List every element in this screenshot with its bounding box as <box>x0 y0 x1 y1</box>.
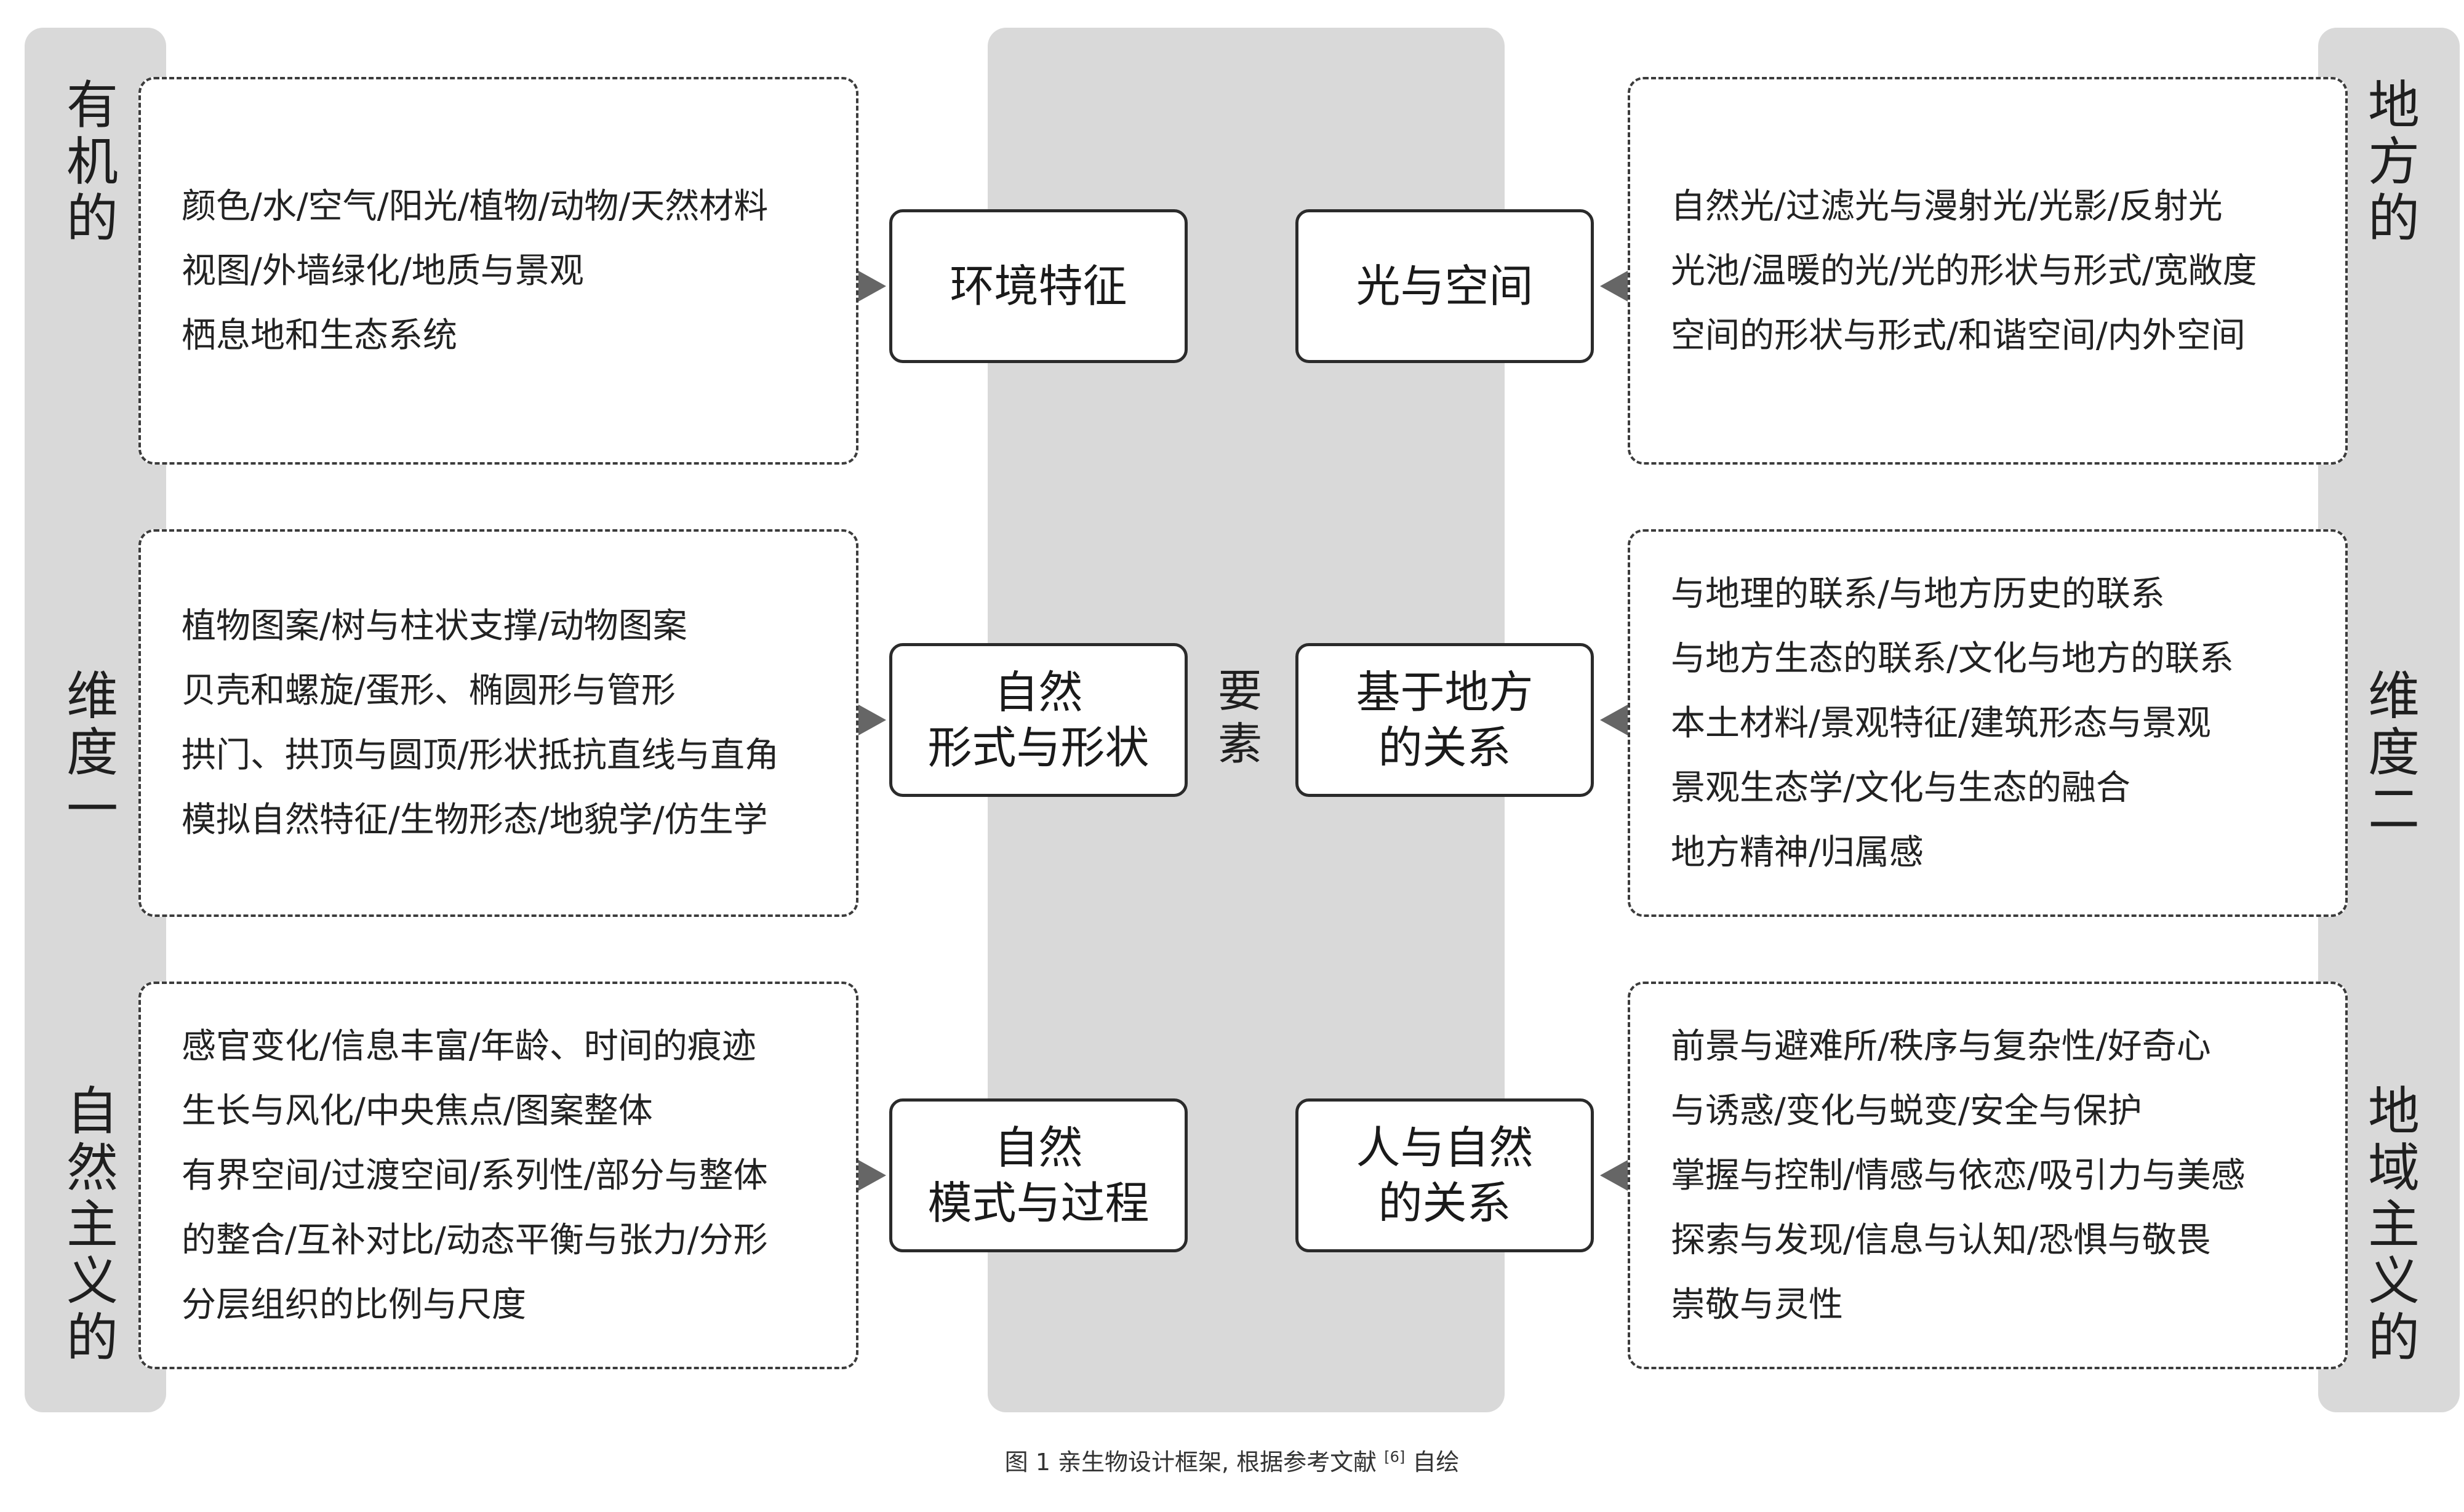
label-char: 二 <box>2367 779 2420 839</box>
label-char: 的 <box>66 188 118 249</box>
label-char: 的 <box>2367 1308 2420 1368</box>
arrow-left-3 <box>858 1160 886 1191</box>
label-char: 自 <box>66 1081 118 1142</box>
panel-human-nature-relationships: 前景与避难所/秩序与复杂性/好奇心 与诱惑/变化与蜕变/安全与保护 掌握与控制/… <box>1628 982 2348 1369</box>
label-char: 地 <box>2367 75 2420 135</box>
label-char: 然 <box>66 1138 118 1198</box>
label-naturalistic: 自 然 主 义 的 <box>58 1083 126 1366</box>
box-line: 的关系 <box>1378 1177 1511 1229</box>
panel-line: 贝壳和螺旋/蛋形、椭圆形与管形 <box>182 671 676 711</box>
box-line: 形式与形状 <box>927 722 1150 774</box>
panel-natural-patterns-processes: 感官变化/信息丰富/年龄、时间的痕迹 生长与风化/中央焦点/图案整体 有界空间/… <box>138 982 858 1369</box>
panel-line: 掌握与控制/情感与依恋/吸引力与美感 <box>1671 1155 2246 1196</box>
arrow-right-2 <box>1600 705 1628 735</box>
label-char: 方 <box>2367 132 2420 192</box>
panel-line: 崇敬与灵性 <box>1671 1284 1843 1325</box>
panel-line: 与诱惑/变化与蜕变/安全与保护 <box>1671 1090 2142 1131</box>
label-char: 义 <box>66 1251 118 1311</box>
arrow-left-1 <box>858 271 886 302</box>
panel-line: 模拟自然特征/生物形态/地貌学/仿生学 <box>182 800 768 840</box>
panel-light-space: 自然光/过滤光与漫射光/光影/反射光 光池/温暖的光/光的形状与形式/宽敞度 空… <box>1628 77 2348 465</box>
panel-line: 探索与发现/信息与认知/恐惧与敬畏 <box>1671 1220 2211 1260</box>
label-organic: 有 机 的 <box>58 77 126 247</box>
label-dimension-two: 维 度 二 <box>2360 668 2428 838</box>
caption-suffix: 自绘 <box>1412 1449 1460 1476</box>
caption-text: 图 1 亲生物设计框架, 根据参考文献 <box>1004 1449 1377 1476</box>
panel-line: 分层组织的比例与尺度 <box>182 1284 526 1325</box>
label-char: 主 <box>66 1194 118 1255</box>
box-line: 模式与过程 <box>927 1177 1150 1229</box>
box-natural-shapes-forms: 自然 形式与形状 <box>889 643 1188 797</box>
panel-line: 景观生态学/文化与生态的融合 <box>1671 767 2130 808</box>
box-environmental-features: 环境特征 <box>889 209 1188 363</box>
panel-line: 视图/外墙绿化/地质与景观 <box>182 250 584 291</box>
box-place-based-relationships: 基于地方 的关系 <box>1295 643 1594 797</box>
label-regionalist: 地 域 主 义 的 <box>2360 1083 2428 1366</box>
label-char: 一 <box>66 779 118 839</box>
panel-line: 前景与避难所/秩序与复杂性/好奇心 <box>1671 1026 2211 1066</box>
arrow-right-3 <box>1600 1160 1628 1191</box>
panel-line: 的整合/互补对比/动态平衡与张力/分形 <box>182 1220 768 1260</box>
label-char: 主 <box>2367 1194 2420 1255</box>
label-char: 有 <box>66 75 118 135</box>
panel-line: 与地方生态的联系/文化与地方的联系 <box>1671 638 2234 679</box>
box-line: 自然 <box>994 666 1083 718</box>
label-char: 义 <box>2367 1251 2420 1311</box>
caption-reference: [6] <box>1384 1448 1406 1466</box>
label-char: 机 <box>66 132 118 192</box>
figure-caption: 图 1 亲生物设计框架, 根据参考文献 [6] 自绘 <box>0 1443 2464 1477</box>
panel-natural-shapes-forms: 植物图案/树与柱状支撑/动物图案 贝壳和螺旋/蛋形、椭圆形与管形 拱门、拱顶与圆… <box>138 529 858 917</box>
box-natural-patterns-processes: 自然 模式与过程 <box>889 1098 1188 1252</box>
label-char: 维 <box>2367 666 2420 726</box>
panel-line: 本土材料/景观特征/建筑形态与景观 <box>1671 703 2211 743</box>
arrow-right-1 <box>1600 271 1628 302</box>
label-char: 素 <box>1217 718 1262 770</box>
panel-line: 有界空间/过渡空间/系列性/部分与整体 <box>182 1155 768 1196</box>
panel-line: 自然光/过滤光与漫射光/光影/反射光 <box>1671 186 2223 226</box>
box-line: 环境特征 <box>950 260 1127 312</box>
panel-line: 植物图案/树与柱状支撑/动物图案 <box>182 606 687 646</box>
label-char: 的 <box>2367 188 2420 249</box>
label-place: 地 方 的 <box>2360 77 2428 247</box>
panel-place-based-relationships: 与地理的联系/与地方历史的联系 与地方生态的联系/文化与地方的联系 本土材料/景… <box>1628 529 2348 917</box>
label-char: 地 <box>2367 1081 2420 1142</box>
label-elements: 要 素 <box>1206 665 1274 770</box>
label-char: 要 <box>1217 665 1262 717</box>
label-char: 的 <box>66 1308 118 1368</box>
label-dimension-one: 维 度 一 <box>58 668 126 838</box>
box-line: 人与自然 <box>1356 1122 1534 1174</box>
label-char: 维 <box>66 666 118 726</box>
panel-environmental-features: 颜色/水/空气/阳光/植物/动物/天然材料 视图/外墙绿化/地质与景观 栖息地和… <box>138 77 858 465</box>
panel-line: 感官变化/信息丰富/年龄、时间的痕迹 <box>182 1026 756 1066</box>
box-line: 基于地方 <box>1356 666 1534 718</box>
box-line: 的关系 <box>1378 722 1511 774</box>
label-char: 度 <box>66 722 118 783</box>
box-human-nature-relationships: 人与自然 的关系 <box>1295 1098 1594 1252</box>
panel-line: 地方精神/归属感 <box>1671 832 1924 873</box>
panel-line: 空间的形状与形式/和谐空间/内外空间 <box>1671 315 2246 356</box>
panel-line: 生长与风化/中央焦点/图案整体 <box>182 1090 653 1131</box>
label-char: 域 <box>2367 1138 2420 1198</box>
panel-line: 与地理的联系/与地方历史的联系 <box>1671 574 2165 614</box>
panel-line: 拱门、拱顶与圆顶/形状抵抗直线与直角 <box>182 735 779 775</box>
box-line: 自然 <box>994 1122 1083 1174</box>
arrow-left-2 <box>858 705 886 735</box>
box-light-space: 光与空间 <box>1295 209 1594 363</box>
panel-line: 颜色/水/空气/阳光/植物/动物/天然材料 <box>182 186 769 226</box>
panel-line: 光池/温暖的光/光的形状与形式/宽敞度 <box>1671 250 2257 291</box>
label-char: 度 <box>2367 722 2420 783</box>
panel-line: 栖息地和生态系统 <box>182 315 457 356</box>
box-line: 光与空间 <box>1356 260 1534 312</box>
